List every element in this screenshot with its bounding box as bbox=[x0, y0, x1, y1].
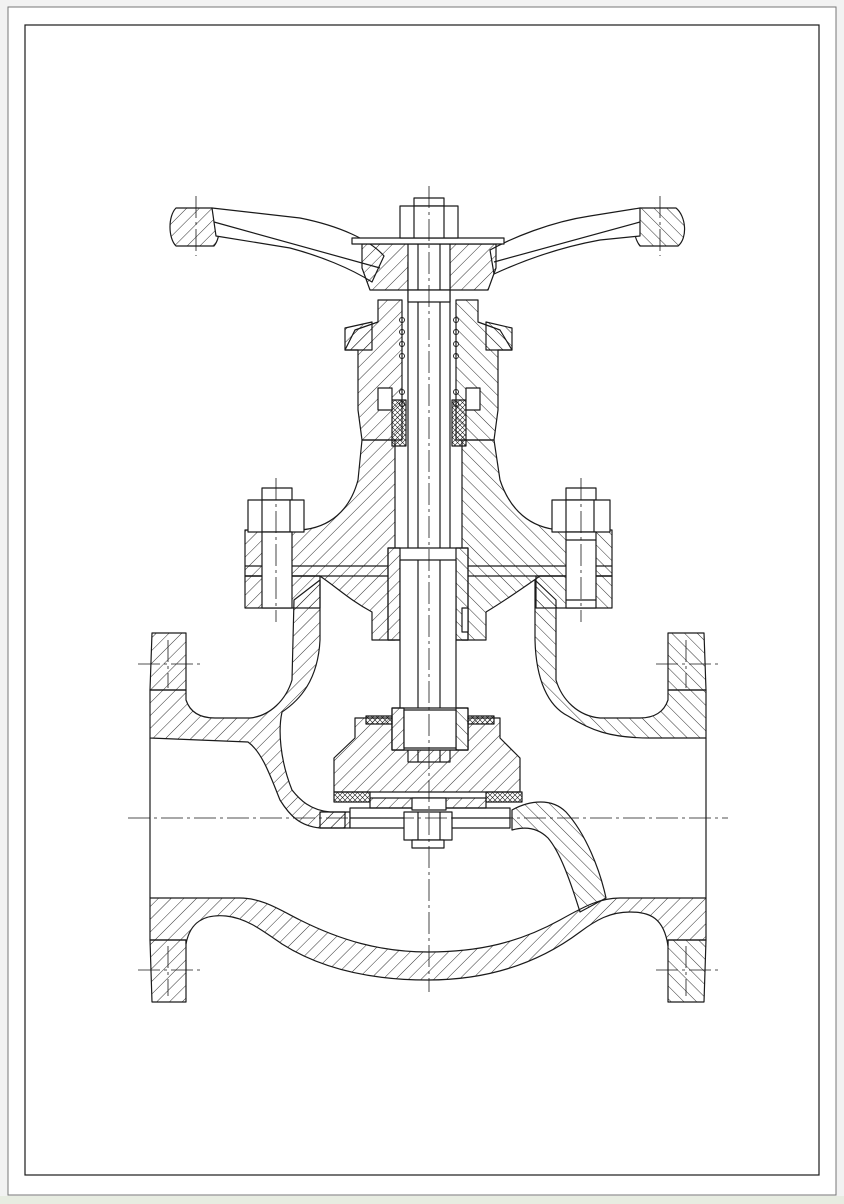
packing-bushing-right bbox=[465, 387, 481, 411]
springs bbox=[399, 317, 459, 407]
seat-ring-left bbox=[333, 791, 371, 803]
gland-packing-left bbox=[391, 399, 407, 447]
body-seat-wall bbox=[511, 801, 607, 913]
disc-stem-end bbox=[403, 709, 457, 749]
stem-bushing-l bbox=[387, 547, 401, 641]
disc-nut bbox=[403, 811, 453, 849]
disc-ring-left bbox=[365, 715, 393, 725]
body-bottom bbox=[149, 897, 707, 981]
gland-flange-right bbox=[485, 321, 513, 351]
body-upper-right bbox=[534, 579, 707, 739]
handwheel-rim-left bbox=[169, 207, 220, 247]
gland-packing-right bbox=[451, 399, 467, 447]
seat-bridge bbox=[319, 811, 351, 829]
seat-ring-right bbox=[485, 791, 523, 803]
centerlines bbox=[128, 186, 728, 996]
handwheel-rim-right bbox=[633, 207, 686, 247]
bonnet-right bbox=[461, 439, 613, 641]
handwheel-washer bbox=[351, 237, 505, 245]
bottom-strip bbox=[0, 1196, 844, 1204]
outlet-flange-bottom bbox=[667, 939, 707, 1003]
stem-lower bbox=[399, 559, 457, 711]
packing-bushing-left bbox=[377, 387, 393, 411]
stem-pin bbox=[461, 607, 469, 633]
body-upper-left bbox=[149, 579, 346, 829]
gland-flange-left bbox=[344, 321, 373, 351]
outlet-flange-top bbox=[667, 632, 707, 691]
drawing-frame bbox=[24, 24, 820, 1176]
disc-ring-right bbox=[467, 715, 495, 725]
